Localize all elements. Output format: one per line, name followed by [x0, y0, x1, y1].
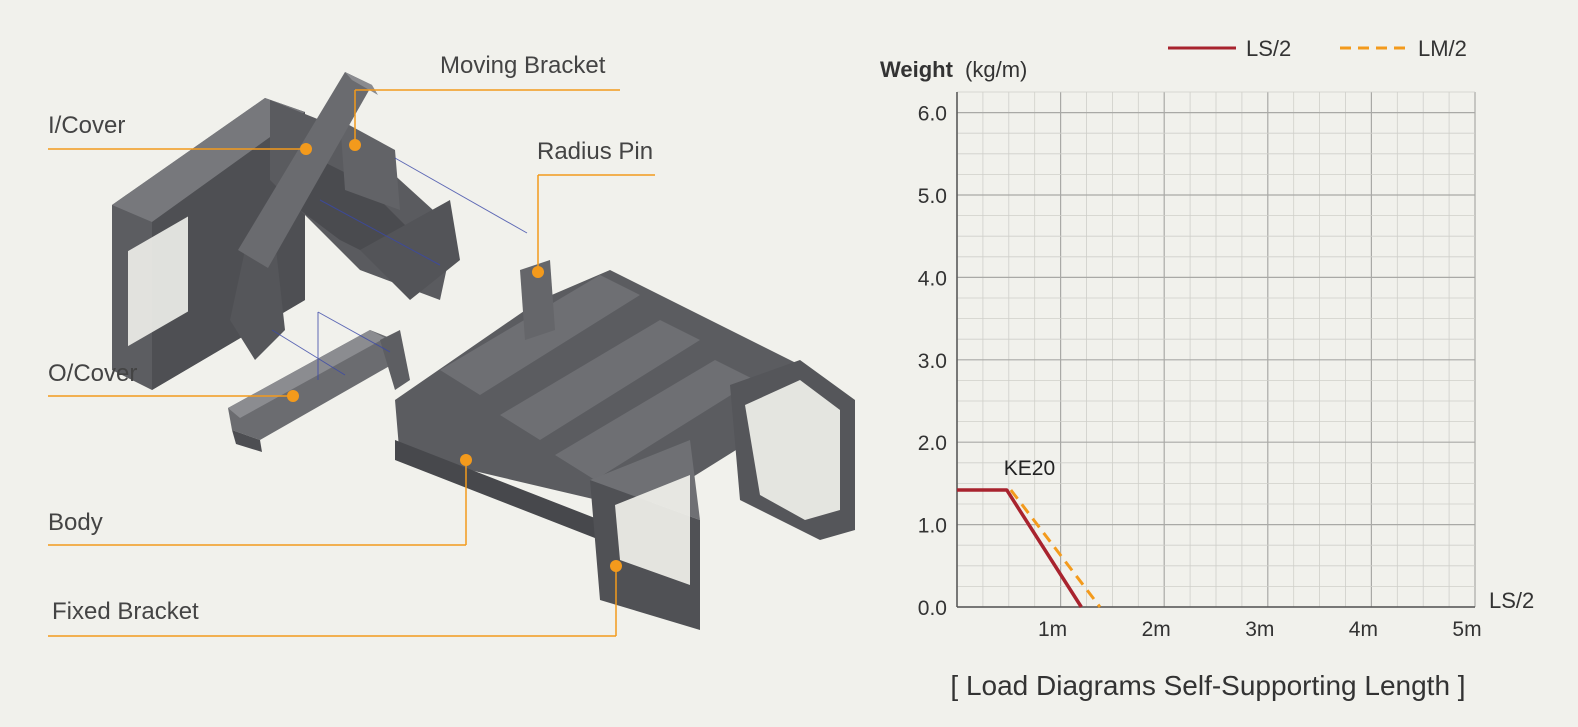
y-tick-label: 0.0 — [918, 597, 947, 620]
chart-legend: LS/2 LM/2 — [1168, 36, 1467, 61]
chart-series — [957, 488, 1102, 608]
callout-label: Radius Pin — [537, 138, 653, 165]
callout-dot — [349, 139, 361, 151]
y-tick-labels: 0.0 1.0 2.0 3.0 4.0 5.0 6.0 — [918, 103, 947, 620]
x-tick-label: 2m — [1142, 618, 1171, 641]
callout-dot — [532, 266, 544, 278]
y-axis-title-bold: Weight — [880, 57, 954, 82]
callout-label: Moving Bracket — [440, 52, 606, 79]
series-line-ls2 — [957, 488, 1083, 608]
callout-radius-pin: Radius Pin — [532, 138, 655, 278]
y-tick-label: 3.0 — [918, 350, 947, 373]
x-tick-label: 4m — [1349, 618, 1378, 641]
y-axis-title: Weight (kg/m) — [880, 57, 1027, 82]
chart-caption: [ Load Diagrams Self-Supporting Length ] — [950, 670, 1465, 701]
callout-o-cover: O/Cover — [48, 360, 299, 402]
callout-moving-bracket: Moving Bracket — [349, 52, 620, 151]
callout-i-cover: I/Cover — [48, 112, 312, 155]
x-tick-labels: 1m 2m 3m 4m 5m — [1038, 618, 1482, 641]
exploded-view-guides — [271, 157, 528, 380]
x-tick-label: 3m — [1245, 618, 1274, 641]
x-axis-title: LS/2 — [1489, 588, 1534, 613]
body-part — [395, 260, 855, 630]
legend-label-ls2: LS/2 — [1246, 36, 1291, 61]
callout-dot — [460, 454, 472, 466]
callout-dot — [300, 143, 312, 155]
callout-body: Body — [48, 454, 472, 546]
callout-label: O/Cover — [48, 360, 137, 387]
series-line-lm2 — [1009, 489, 1102, 608]
y-tick-label: 2.0 — [918, 432, 947, 455]
y-tick-label: 4.0 — [918, 267, 947, 290]
chart-grid — [956, 91, 1476, 608]
callout-dot — [287, 390, 299, 402]
callout-label: Body — [48, 509, 103, 536]
load-diagram-chart: 0.0 1.0 2.0 3.0 4.0 5.0 6.0 1m 2m 3m 4m 5m Weight … — [880, 36, 1534, 701]
y-axis-title-unit: (kg/m) — [965, 57, 1027, 82]
callout-label: I/Cover — [48, 112, 125, 139]
callout-label: Fixed Bracket — [52, 598, 199, 625]
x-tick-label: 5m — [1452, 618, 1481, 641]
y-tick-label: 5.0 — [918, 185, 947, 208]
y-tick-label: 1.0 — [918, 515, 947, 538]
legend-label-lm2: LM/2 — [1418, 36, 1467, 61]
series-annotation-ke20: KE20 — [1004, 457, 1055, 480]
moving-bracket-part — [112, 72, 460, 390]
callout-fixed-bracket: Fixed Bracket — [48, 560, 622, 637]
cable-carrier-exploded-view — [112, 72, 855, 630]
callout-dot — [610, 560, 622, 572]
y-tick-label: 6.0 — [918, 103, 947, 126]
x-tick-label: 1m — [1038, 618, 1067, 641]
